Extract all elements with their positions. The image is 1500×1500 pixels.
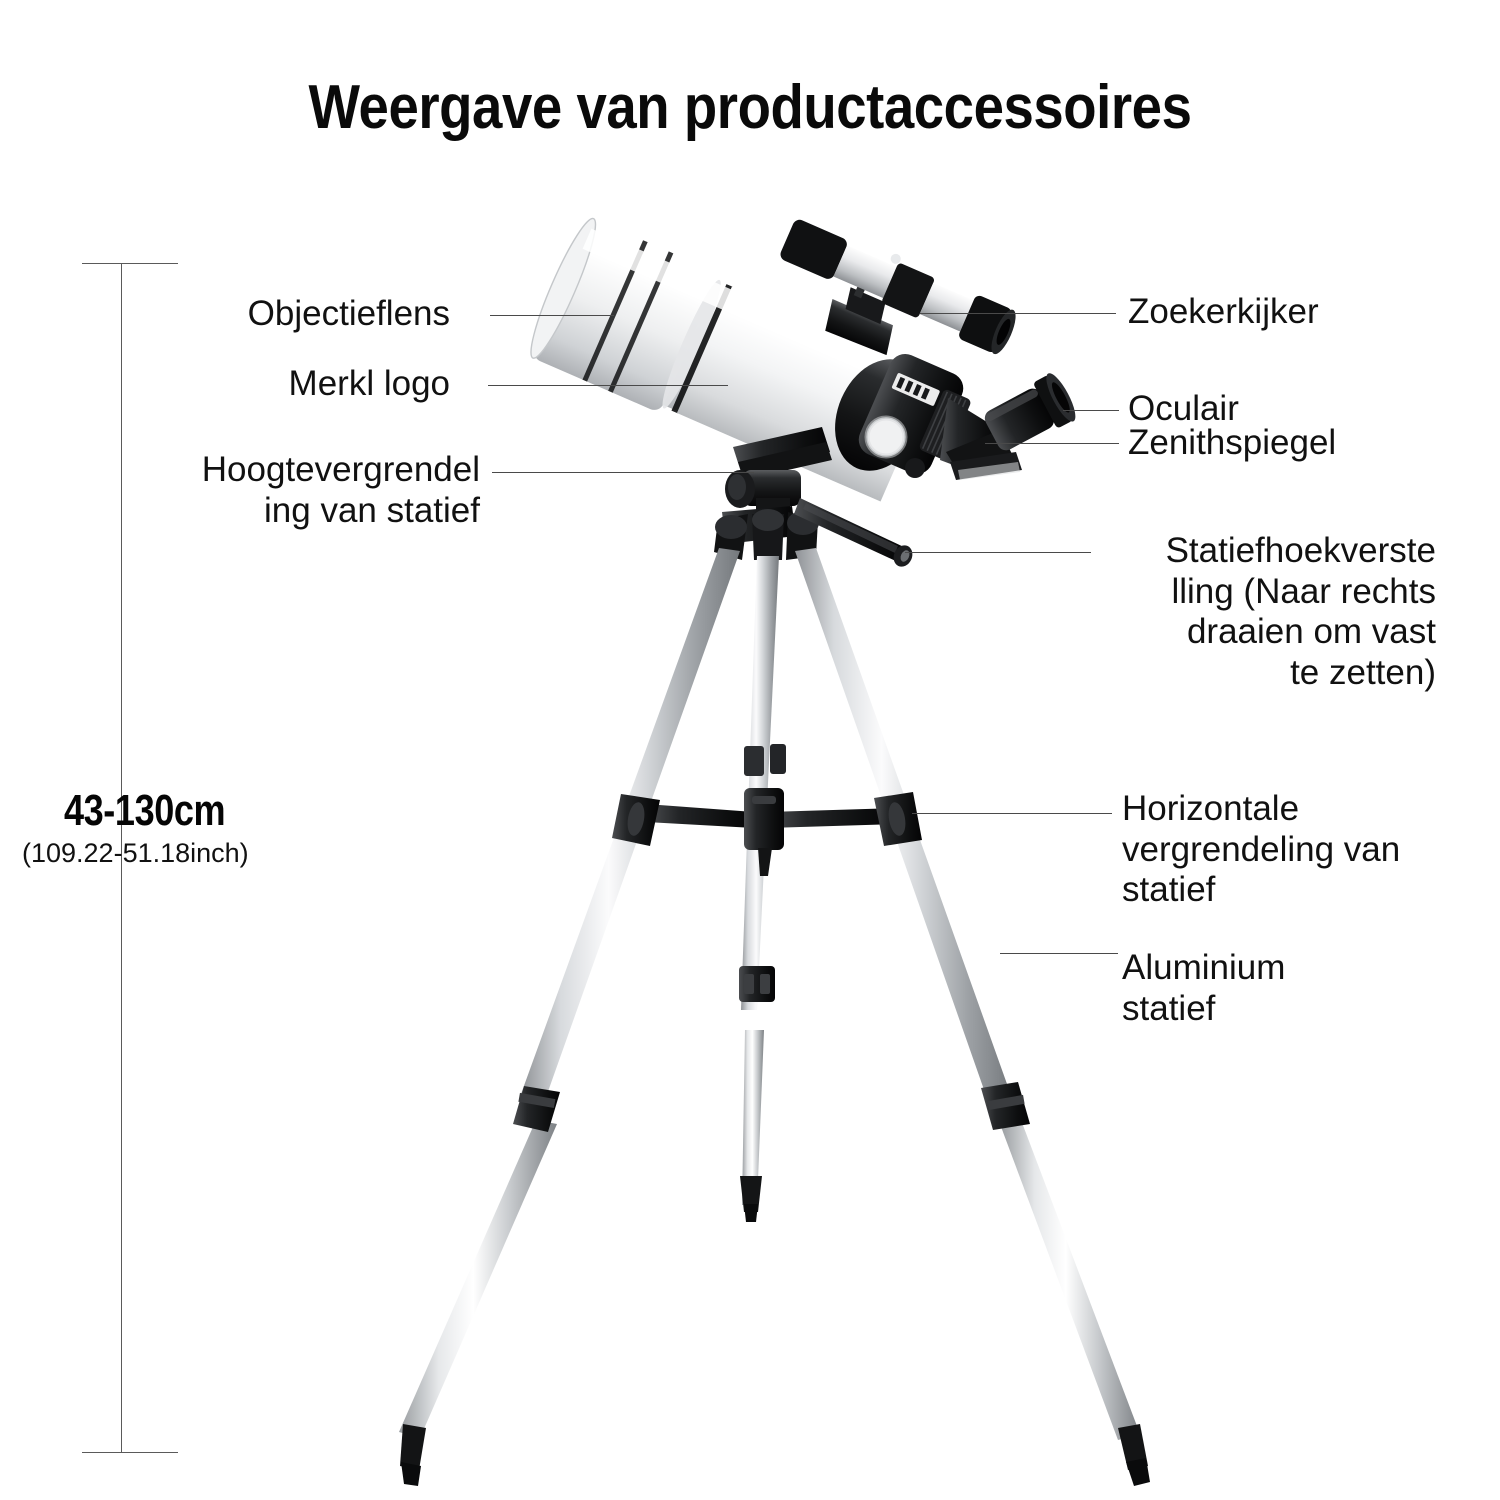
dimension-vertical-line (121, 263, 122, 1453)
leader-line-aluminium-statief (1000, 953, 1118, 954)
leader-line-zoekerkijker (920, 313, 1116, 314)
pan-handle (794, 498, 913, 567)
callout-label-horizontale-vergrendeling: Horizontale vergrendeling van statief (1122, 789, 1401, 910)
optical-tube-assembly (530, 217, 1076, 502)
leg-clamp-center (739, 966, 775, 1002)
callout-label-statiefhoekverstelling: Statiefhoekverste lling (Naar rechts dra… (1165, 531, 1436, 692)
height-lock-knob (725, 470, 755, 508)
callout-label-zenithspiegel: Zenithspiegel (1128, 423, 1337, 462)
finder-scope (780, 219, 1016, 356)
leader-line-objectieflens (490, 315, 614, 316)
spreader-collar-center (744, 788, 784, 876)
leg-foot-right (1118, 1424, 1150, 1486)
tripod-head (714, 427, 913, 567)
dimension-imperial: (109.22-51.18inch) (22, 838, 249, 868)
leg-clamp-right (981, 1082, 1030, 1130)
leg-clamp-left (513, 1086, 560, 1132)
callout-label-oculair: Oculair (1128, 389, 1239, 428)
leader-line-merkl-logo (488, 385, 728, 386)
spreader-collar-left (612, 794, 660, 846)
eyepiece (984, 373, 1076, 451)
page-title: Weergave van productaccessoires (308, 73, 1192, 142)
leg-foot-center (740, 1176, 762, 1222)
leader-line-zenithspiegel (985, 443, 1119, 444)
tripod-legs (399, 548, 1150, 1486)
callout-label-aluminium-statief: Aluminium statief (1122, 948, 1286, 1028)
callout-label-zoekerkijker: Zoekerkijker (1128, 292, 1319, 331)
dimension-tick-bottom (82, 1452, 178, 1453)
spreader-collar-right (874, 792, 922, 846)
leg-upper-clamps (744, 744, 786, 776)
callout-label-objectieflens: Objectieflens (247, 294, 450, 333)
callout-label-hoogtevergrendeling: Hoogtevergrendel ing van statief (201, 450, 480, 530)
leader-line-hoogtevergrendeling (492, 472, 754, 473)
dimension-tick-top (82, 263, 178, 264)
callout-label-merkl-logo: Merkl logo (288, 364, 450, 403)
leg-foot-left (400, 1424, 426, 1486)
focuser-assembly (835, 353, 971, 478)
tripod-spreader (612, 788, 922, 876)
leader-line-statiefhoekverstelling (905, 552, 1091, 553)
leader-line-horizontale-vergrendeling (912, 813, 1112, 814)
leader-line-oculair (1063, 410, 1119, 411)
dimension-metric: 43-130cm (64, 786, 226, 835)
